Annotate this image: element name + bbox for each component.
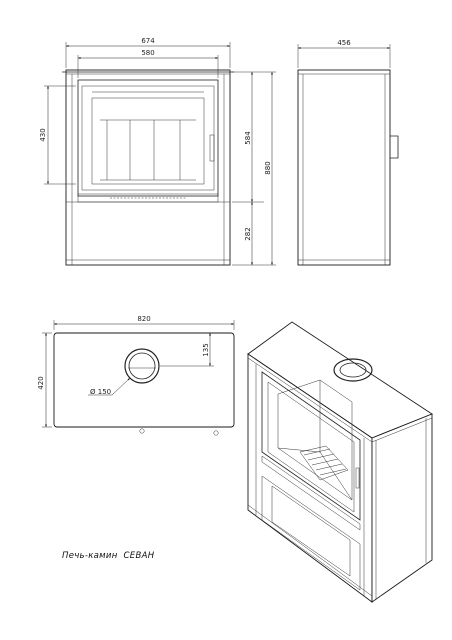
dim-height-584: 584 [244,131,252,145]
drawing-caption: Печь-камин СЕВАН [62,551,155,561]
dim-height-430: 430 [39,128,47,141]
dim-width-580: 580 [141,49,154,57]
dim-width-674: 674 [141,37,155,45]
dim-depth-456: 456 [337,39,351,47]
top-view: 820 420 135 Ø 150 [37,315,235,436]
side-view: 456 [297,39,399,266]
dim-offset-135: 135 [202,343,210,356]
dim-depth-420: 420 [37,376,45,389]
dim-height-282: 282 [244,227,252,240]
isometric-view [247,321,433,603]
dim-height-880: 880 [264,161,272,174]
front-view: 674 580 430 584 282 880 [39,37,276,266]
dim-diameter-150: Ø 150 [90,388,111,396]
dim-width-820: 820 [137,315,150,323]
